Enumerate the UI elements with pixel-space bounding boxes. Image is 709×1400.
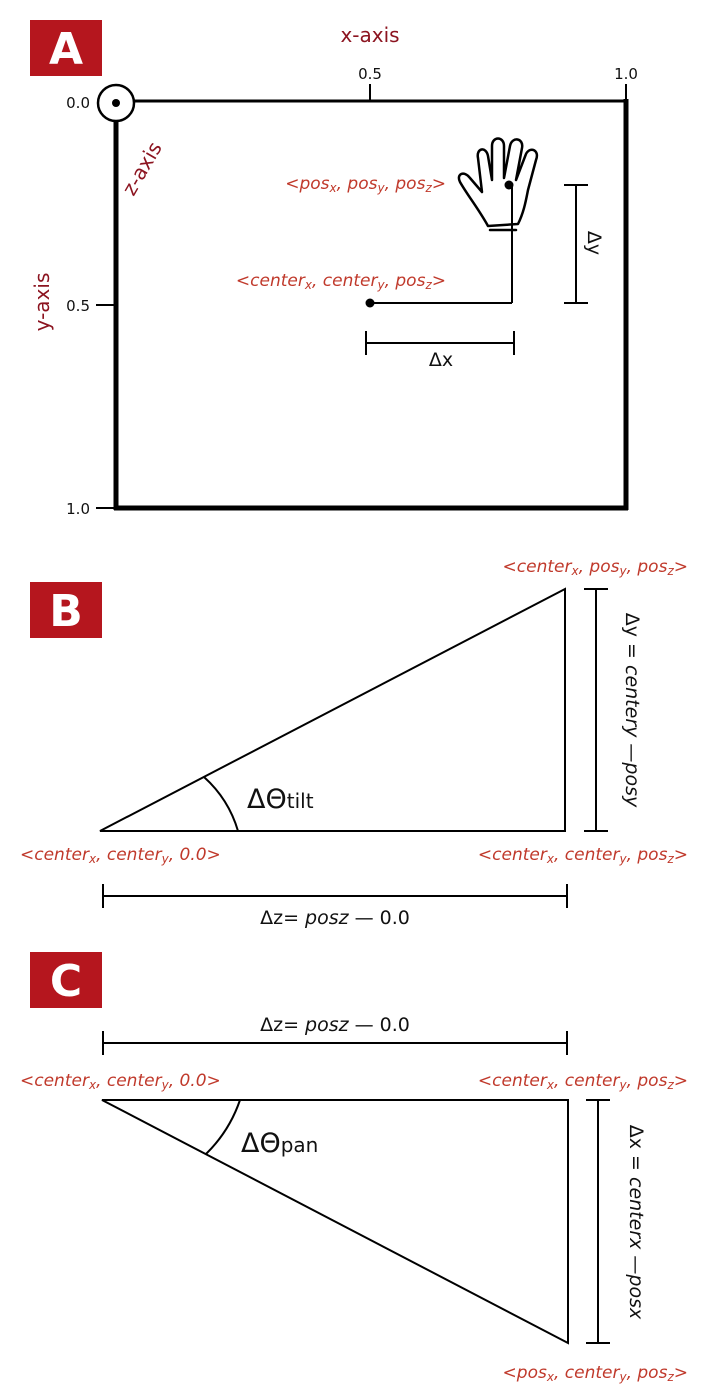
pan-angle-arc (205, 1099, 241, 1155)
y-tick-1-0: 1.0 (66, 500, 90, 518)
panel-c-letter: C (50, 956, 82, 1007)
pan-right-label: <centerx, centery, posz> (478, 1071, 688, 1092)
delta-y-dimension (564, 184, 588, 304)
pan-triangle (101, 1099, 569, 1345)
panel-a: A x-axis 0.5 1.0 0.0 0.5 1.0 y-axis z-ax… (30, 20, 638, 518)
pan-bottom-label: <posx, centery, posz> (503, 1363, 688, 1384)
delta-x-label: Δx (429, 349, 453, 371)
tilt-dy-dimension (584, 588, 608, 832)
tilt-angle-arc (203, 776, 239, 832)
x-tick-1-0: 1.0 (614, 65, 638, 83)
pan-angle-label: ΔΘpan (241, 1128, 318, 1159)
tilt-dy-label: Δy = centery —posy (621, 613, 643, 808)
tilt-angle-label: ΔΘtilt (247, 784, 314, 815)
pan-dx-label: Δx = centerx —posx (625, 1125, 647, 1320)
pan-left-label: <centerx, centery, 0.0> (20, 1071, 221, 1092)
tilt-triangle (99, 587, 566, 832)
delta-x-dimension (365, 331, 515, 355)
panel-b-letter: B (49, 586, 83, 637)
pan-dz-label: Δz= posz — 0.0 (260, 1014, 410, 1036)
circled-dot-icon (96, 83, 136, 123)
tilt-top-label: <centerx, posy, posz> (503, 557, 688, 578)
center-position-label: <centerx, centery, posz> (236, 271, 446, 292)
panel-a-badge (30, 20, 102, 76)
hand-icon (457, 137, 539, 232)
tilt-dz-label: Δz= posz — 0.0 (260, 907, 410, 929)
panel-a-letter: A (49, 24, 83, 75)
y-axis-label: y-axis (30, 273, 54, 332)
center-point (365, 298, 375, 308)
x-tick-0-5: 0.5 (358, 65, 382, 83)
tilt-left-label: <centerx, centery, 0.0> (20, 845, 221, 866)
x-axis-label: x-axis (340, 23, 399, 47)
tilt-dz-dimension (102, 884, 568, 908)
y-tick-0-5: 0.5 (66, 297, 90, 315)
y-tick-0-0: 0.0 (66, 94, 90, 112)
tilt-right-label: <centerx, centery, posz> (478, 845, 688, 866)
panel-c: C Δz= posz — 0.0 <centerx, centery, 0.0>… (20, 952, 688, 1384)
pan-dx-dimension (586, 1099, 610, 1344)
panel-b: B <centerx, posy, posz> ΔΘtilt Δy = cent… (20, 557, 688, 929)
delta-y-label: Δy (583, 231, 605, 255)
panel-b-badge (30, 582, 102, 638)
pan-dz-dimension (102, 1031, 568, 1055)
panel-c-badge (30, 952, 102, 1008)
z-axis-label: z-axis (117, 137, 167, 199)
hand-position-label: <posx, posy, posz> (285, 174, 446, 195)
